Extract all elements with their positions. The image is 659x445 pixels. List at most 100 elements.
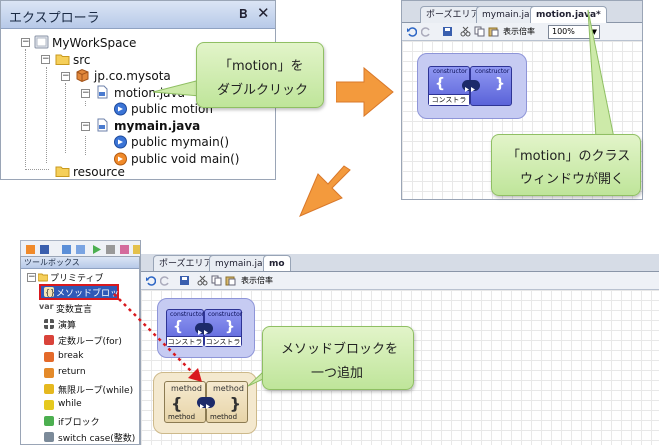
tree-item-mymain-constructor[interactable]: public mymain() — [131, 135, 230, 149]
zoom-select[interactable]: 100%▼ — [548, 25, 600, 39]
toolbox-item-return[interactable]: return — [58, 367, 86, 377]
if-icon — [44, 416, 54, 426]
collapse-toggle[interactable]: − — [27, 272, 36, 282]
callout-pointer — [587, 9, 615, 138]
toolbar-icon[interactable] — [25, 244, 36, 255]
toolbox-item-if[interactable]: ifブロック — [58, 418, 100, 428]
undo-icon[interactable] — [406, 26, 417, 37]
collapse-toggle[interactable]: − — [61, 71, 70, 81]
explorer-title: エクスプローラ — [9, 11, 100, 26]
switch-icon — [44, 432, 54, 442]
tree-connector — [65, 83, 66, 153]
close-icon[interactable]: ✕ — [257, 4, 270, 22]
undo-icon[interactable] — [145, 275, 156, 286]
close-brace: } — [495, 76, 505, 92]
callout-text: メソッドブロックを — [281, 342, 399, 357]
folder-icon — [38, 273, 48, 282]
run-icon[interactable] — [462, 80, 480, 92]
right-arrow-icon — [336, 66, 394, 118]
method-caption: method — [171, 384, 202, 393]
editor-toolbar: 表示倍率 100%▼ — [402, 23, 642, 41]
zoom-label: 表示倍率 — [503, 27, 535, 36]
redo-icon[interactable] — [160, 275, 171, 286]
workspace-icon — [34, 35, 49, 49]
for-icon — [44, 335, 54, 345]
open-brace: { — [171, 394, 183, 413]
while-icon — [44, 400, 54, 410]
toolbox-category-primitive[interactable]: プリミティブ — [50, 274, 104, 284]
constructor-caption: constructor — [475, 68, 510, 75]
class-block[interactable]: constructor { コンストラ constructor } コンストラ — [157, 298, 255, 358]
editor-toolbar: 表示倍率 — [141, 272, 659, 290]
tree-item-main-method[interactable]: public void main() — [131, 152, 240, 166]
tree-item-package[interactable]: jp.co.mysota — [94, 69, 171, 83]
toolbar-icon[interactable] — [61, 244, 72, 255]
package-icon — [76, 68, 89, 82]
cut-icon[interactable] — [460, 26, 471, 37]
constructor-caption: constructor — [208, 311, 243, 318]
tree-item-motion-constructor[interactable]: public motion — [131, 102, 213, 116]
break-icon — [44, 352, 54, 362]
callout-text: 「motion」のクラス — [507, 149, 631, 164]
tree-connector — [85, 136, 86, 155]
constructor-caption: constructor — [170, 311, 205, 318]
toolbox-panel: ツールボックス − プリミティブ {} メソッドブロック var 変数宣言 演算… — [20, 256, 140, 445]
tree-connector — [25, 49, 26, 167]
tree-item-src[interactable]: src — [73, 53, 91, 67]
method-block-container[interactable]: method { method method } method — [153, 372, 257, 434]
class-block[interactable]: constructor { コンストラ constructor } — [417, 53, 527, 119]
save-icon[interactable] — [179, 275, 190, 286]
toolbox-item-switch[interactable]: switch case(整数) — [58, 434, 136, 444]
redo-icon[interactable] — [421, 26, 432, 37]
tree-item-mymain-java[interactable]: mymain.java — [114, 119, 201, 133]
toolbox-item-variable[interactable]: 変数宣言 — [56, 305, 93, 315]
copy-icon[interactable] — [474, 26, 485, 37]
pin-icon[interactable]: 𝚩 — [239, 7, 248, 21]
method-label: method — [168, 413, 196, 421]
callout-text: 一つ追加 — [311, 366, 364, 381]
infinite-loop-icon — [44, 384, 54, 394]
paste-icon[interactable] — [488, 26, 499, 37]
toolbox-item-selected[interactable] — [39, 284, 119, 300]
return-icon — [44, 368, 54, 378]
method-caption: method — [213, 384, 244, 393]
toolbox-item-infinite-loop[interactable]: 無限ループ(while) — [58, 386, 134, 396]
toolbar-icon[interactable] — [105, 244, 116, 255]
method-label: method — [210, 413, 238, 421]
editor-tabbar: ポーズエリア mymain.java mo — [141, 254, 659, 272]
run-icon[interactable] — [195, 323, 213, 335]
save-icon[interactable] — [442, 26, 453, 37]
toolbox-item-operator[interactable]: 演算 — [58, 321, 77, 331]
method-icon — [114, 135, 127, 149]
folder-icon — [55, 54, 70, 65]
cut-icon[interactable] — [197, 275, 208, 286]
java-file-icon — [97, 85, 108, 99]
toolbar-icon[interactable] — [39, 244, 50, 255]
toolbox-item-method-block[interactable]: メソッドブロック — [56, 289, 129, 299]
toolbox-item-break[interactable]: break — [58, 351, 84, 361]
down-left-arrow-icon — [299, 165, 351, 217]
collapse-toggle[interactable]: − — [81, 88, 90, 98]
toolbox-item-while[interactable]: while — [58, 399, 82, 409]
toolbar-icon[interactable] — [119, 244, 130, 255]
constructor-block[interactable]: constructor { コンストラ — [428, 66, 470, 106]
constructor-caption: constructor — [433, 68, 468, 75]
run-icon[interactable] — [197, 397, 215, 409]
tree-connector — [25, 169, 49, 170]
callout-text: ウィンドウが開く — [520, 172, 625, 187]
tree-item-resource[interactable]: resource — [73, 165, 125, 179]
toolbar-icon[interactable] — [132, 244, 143, 255]
collapse-toggle[interactable]: − — [21, 37, 30, 47]
toolbar-icon[interactable] — [75, 244, 86, 255]
play-icon[interactable] — [91, 244, 102, 255]
toolbox-item-for[interactable]: 定数ループ(for) — [58, 337, 122, 347]
collapse-toggle[interactable]: − — [81, 121, 90, 131]
paste-icon[interactable] — [225, 275, 236, 286]
tree-item-workspace[interactable]: MyWorkSpace — [52, 36, 137, 50]
constructor-label: コンストラ — [429, 94, 469, 105]
collapse-toggle[interactable]: − — [41, 54, 50, 64]
zoom-label: 表示倍率 — [241, 276, 273, 285]
tab-motion-active[interactable]: mo — [263, 255, 291, 271]
copy-icon[interactable] — [211, 275, 222, 286]
